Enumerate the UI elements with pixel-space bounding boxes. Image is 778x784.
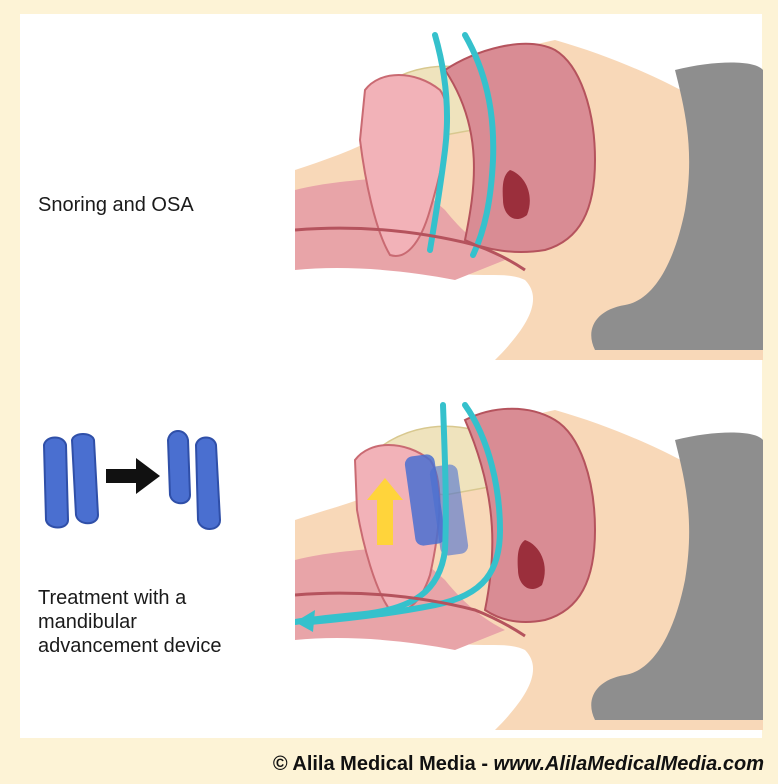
treatment-label-line-2: mandibular <box>38 610 278 634</box>
device-after-icon <box>160 420 240 535</box>
transition-arrow-icon <box>106 458 160 494</box>
treatment-label-line-1: Treatment with a <box>38 586 278 610</box>
treatment-label-line-3: advancement device <box>38 634 278 658</box>
osa-head-illustration <box>295 30 763 360</box>
treatment-label: Treatment with a mandibular advancement … <box>38 586 278 658</box>
copyright-credit: © Alila Medical Media - www.AlilaMedical… <box>273 753 764 776</box>
condition-label: Snoring and OSA <box>38 193 194 217</box>
treatment-head-illustration <box>295 400 763 730</box>
credit-url: www.AlilaMedicalMedia.com <box>494 753 764 775</box>
credit-prefix: © Alila Medical Media - <box>273 753 494 775</box>
